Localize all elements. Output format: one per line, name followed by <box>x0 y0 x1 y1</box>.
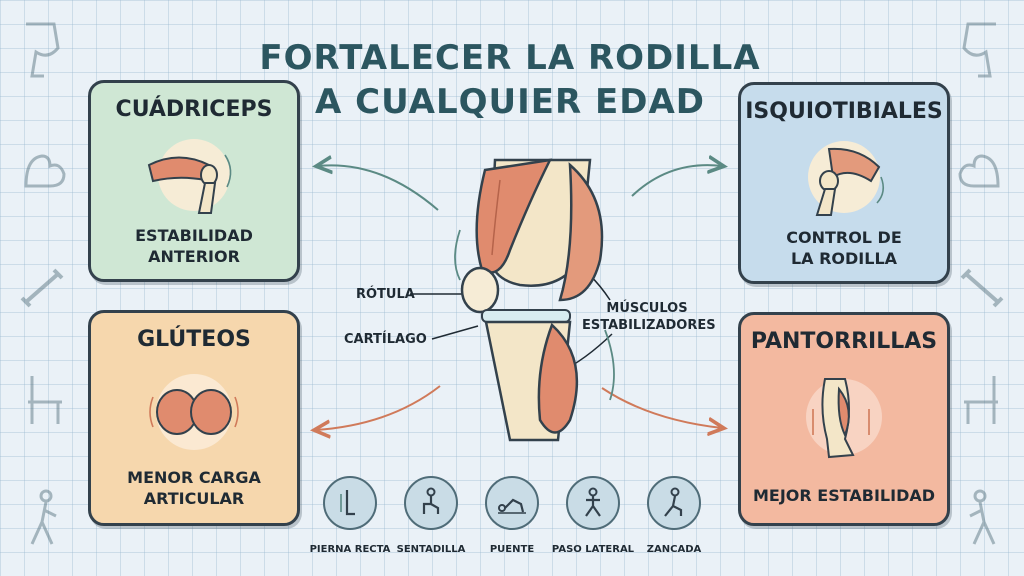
card-gluteos-title: GLÚTEOS <box>137 327 251 352</box>
bicep-icon <box>958 154 1000 188</box>
exercise-sentadilla: SENTADILLA <box>386 476 476 555</box>
card-isquiotibiales-desc: CONTROL DE LA RODILLA <box>741 227 947 269</box>
gluteos-illustration-icon <box>149 374 239 450</box>
isquiotibiales-illustration-icon <box>808 141 885 216</box>
exercise-zancada: ZANCADA <box>629 476 719 555</box>
straight-leg-raise-icon <box>323 476 377 530</box>
chair-icon <box>964 376 998 424</box>
card-gluteos-desc-line-2: ARTICULAR <box>143 489 245 508</box>
exercise-paso-lateral: PASO LATERAL <box>548 476 638 555</box>
arrow-to-isquiotibiales <box>631 165 722 197</box>
card-gluteos-desc: MENOR CARGA ARTICULAR <box>91 467 297 509</box>
exercise-name: SENTADILLA <box>396 544 466 555</box>
patella <box>460 266 500 314</box>
card-pantorrillas-desc: MEJOR ESTABILIDAD <box>752 486 936 505</box>
title-line-1: FORTALECER LA RODILLA <box>259 38 761 78</box>
exercise-puente: PUENTE <box>467 476 557 555</box>
page-title: FORTALECER LA RODILLA A CUALQUIER EDAD <box>230 36 790 124</box>
squat-icon <box>404 476 458 530</box>
label-musculos-line-2: ESTABILIZADORES <box>582 318 716 333</box>
exercise-name: PUENTE <box>489 544 535 555</box>
bridge-icon <box>485 476 539 530</box>
card-gluteos-desc-line-1: MENOR CARGA <box>127 468 261 487</box>
knee-illustration <box>454 158 615 442</box>
card-isquiotibiales: ISQUIOTIBIALES CONTROL DE LA RODILLA <box>738 82 950 284</box>
title-line-2: A CUALQUIER EDAD <box>314 82 706 122</box>
label-musculos-estabilizadores: MÚSCULOS ESTABILIZADORES <box>582 300 716 334</box>
card-quadriceps-title: CUÁDRICEPS <box>115 97 273 122</box>
exercise-name: PIERNA RECTA <box>309 544 391 555</box>
card-pantorrillas: PANTORRILLAS MEJOR ESTABILIDAD <box>738 312 950 526</box>
cartilage <box>481 309 571 323</box>
arrow-to-gluteos <box>316 385 441 430</box>
arrow-to-quadriceps <box>318 165 439 211</box>
chair-icon <box>28 376 62 424</box>
exercise-name: PASO LATERAL <box>551 544 635 555</box>
lunge-icon <box>647 476 701 530</box>
label-musculos-line-1: MÚSCULOS <box>606 301 688 316</box>
side-step-icon <box>566 476 620 530</box>
card-isquiotibiales-desc-line-2: LA RODILLA <box>790 249 898 268</box>
card-quadriceps: CUÁDRICEPS ESTABILIDAD ANTERIOR <box>88 80 300 282</box>
card-quadriceps-desc: ESTABILIDAD ANTERIOR <box>91 225 297 267</box>
walking-person-icon <box>969 489 996 545</box>
card-gluteos: GLÚTEOS MENOR CARGA ARTICULAR <box>88 310 300 526</box>
quadriceps-illustration-icon <box>147 139 232 214</box>
bicep-icon <box>24 154 66 188</box>
dumbbell-icon <box>20 268 64 308</box>
label-rotula: RÓTULA <box>356 287 415 302</box>
label-cartilago: CARTÍLAGO <box>344 332 427 347</box>
card-isquiotibiales-desc-line-1: CONTROL DE <box>786 228 902 247</box>
pantorrillas-illustration-icon <box>806 378 882 459</box>
exercise-pierna-recta: PIERNA RECTA <box>305 476 395 555</box>
card-isquiotibiales-title: ISQUIOTIBIALES <box>745 99 943 124</box>
exercise-name: ZANCADA <box>646 544 702 555</box>
card-quadriceps-desc-line-1: ESTABILIDAD <box>135 226 253 245</box>
card-quadriceps-desc-line-2: ANTERIOR <box>148 247 240 266</box>
card-pantorrillas-title: PANTORRILLAS <box>750 329 938 354</box>
walking-person-icon <box>30 489 57 545</box>
knee-icon <box>26 22 60 78</box>
dumbbell-icon <box>960 268 1004 308</box>
knee-icon <box>962 22 996 78</box>
